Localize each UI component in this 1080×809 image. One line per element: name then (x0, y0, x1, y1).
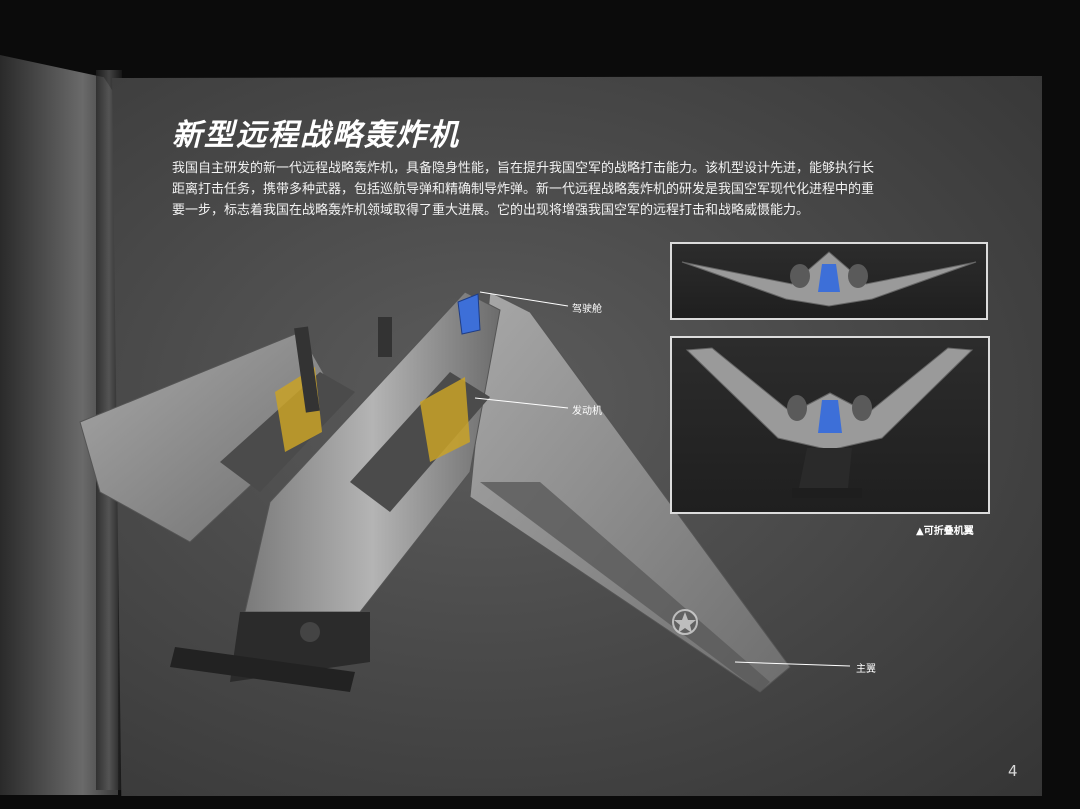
display-stand (170, 612, 370, 692)
engine-bay-right (350, 372, 490, 512)
paragraph-line: 要一步，标志着我国在战略轰炸机领域取得了重大进展。它的出现将增强我国空军的远程打… (172, 203, 810, 218)
folded-wing-photo (670, 336, 990, 514)
folded-wing-caption: ▲可折叠机翼 (916, 526, 974, 537)
bomber-model-main-image (70, 282, 810, 752)
intro-paragraph: 我国自主研发的新一代远程战略轰炸机，具备隐身性能，旨在提升我国空军的战略打击能力… (172, 158, 875, 221)
paragraph-line: 我国自主研发的新一代远程战略轰炸机，具备隐身性能，旨在提升我国空军的战略打击能力… (172, 161, 875, 176)
paragraph-line: 距离打击任务，携带多种武器，包括巡航导弹和精确制导炸弹。新一代远程战略轰炸机的研… (172, 182, 875, 197)
label-main-wing: 主翼 (856, 664, 876, 675)
wing-insignia (672, 609, 698, 635)
page-title: 新型远程战略轰炸机 (172, 118, 460, 153)
front-view-photo (670, 242, 988, 320)
page-number: 4 (1008, 762, 1018, 780)
label-engine: 发动机 (572, 406, 602, 417)
canopy (457, 293, 481, 335)
right-main-wing (469, 291, 791, 693)
label-cockpit: 驾驶舱 (572, 304, 602, 315)
